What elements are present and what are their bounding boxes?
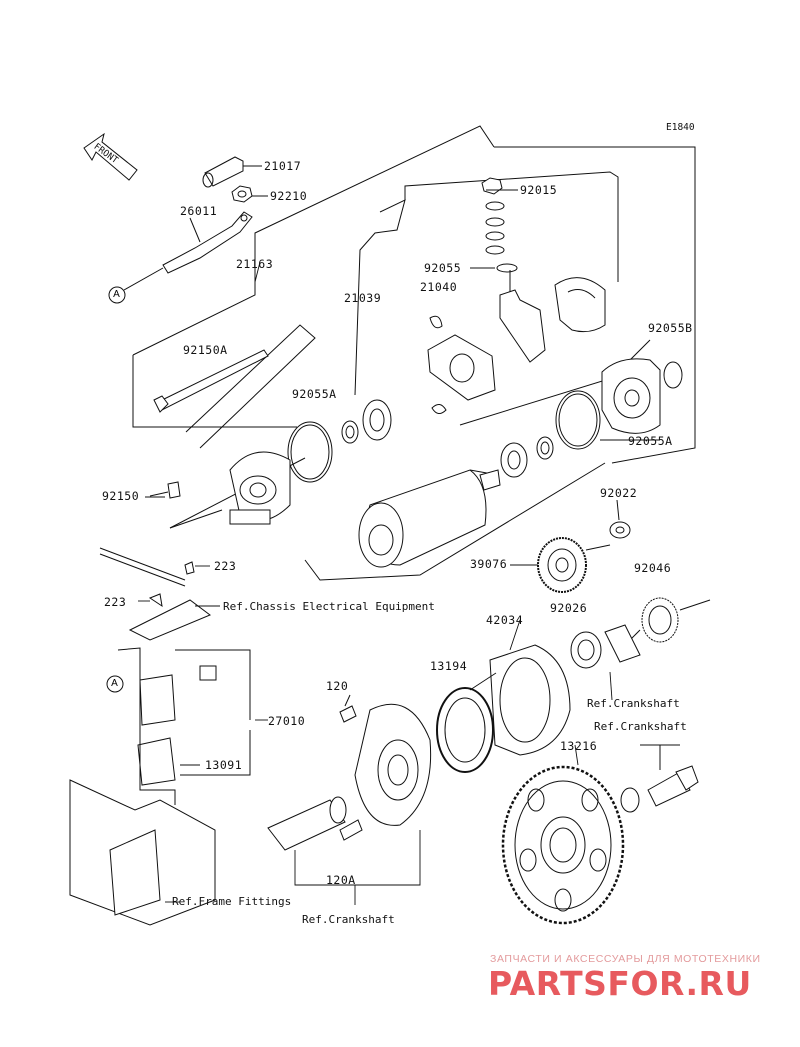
part-front-cover (601, 358, 661, 434)
part-39076-idle-gear (537, 537, 611, 593)
label-21039: 21039 (344, 291, 382, 305)
ref-crankshaft-1: Ref.Crankshaft (587, 697, 680, 710)
part-13194-ring (436, 687, 494, 773)
part-92015-washer-stack (481, 177, 518, 273)
label-92210: 92210 (270, 189, 308, 203)
part-terminal-plate (499, 270, 546, 363)
label-92046: 92046 (634, 561, 672, 575)
part-chassis-wiring (99, 547, 211, 641)
part-92055A-oring-right (555, 390, 601, 450)
watermark-tagline: ЗАПЧАСТИ И АКСЕССУАРЫ ДЛЯ МОТОТЕХНИКИ (490, 953, 761, 965)
part-starter-clutch (354, 703, 432, 826)
label-92022: 92022 (600, 486, 638, 500)
leader-lines (138, 189, 680, 905)
label-26011: 26011 (180, 204, 218, 218)
part-washer-right (536, 436, 554, 460)
part-13216-gear (501, 765, 625, 925)
part-13091-cover (137, 737, 176, 786)
part-bracket-clip (554, 277, 606, 333)
part-21040-brush-holder (427, 315, 496, 414)
label-223-b: 223 (104, 595, 127, 609)
diagram-code: E1840 (666, 122, 695, 133)
part-92210-nut (231, 185, 268, 203)
label-13091: 13091 (205, 758, 243, 772)
label-39076: 39076 (470, 557, 508, 571)
part-rear-cover (229, 451, 291, 525)
callout-A-marker-top (108, 286, 126, 304)
label-92015: 92015 (520, 183, 558, 197)
assembly-outline (132, 125, 696, 581)
part-26011-cable (162, 211, 253, 274)
label-92026: 92026 (550, 601, 588, 615)
label-13216: 13216 (560, 739, 598, 753)
part-92046-needle-bearing (619, 597, 711, 651)
part-21017-boot (202, 156, 262, 188)
part-92150A-bolt (153, 349, 269, 413)
label-21040: 21040 (420, 280, 458, 294)
watermark-brand: PARTSFOR.RU (488, 964, 752, 1003)
label-13194: 13194 (430, 659, 468, 673)
part-120-screw (339, 705, 357, 723)
part-92055B-oring (663, 361, 683, 389)
part-bearing-right (500, 442, 528, 478)
label-92150: 92150 (102, 489, 140, 503)
part-42034-flange (489, 644, 571, 756)
callout-A-bottom: A (111, 678, 118, 689)
part-crankshaft-bolt (620, 745, 699, 813)
part-92055A-oring-left (287, 421, 333, 483)
label-92055: 92055 (424, 261, 462, 275)
label-92055B: 92055B (648, 321, 693, 335)
label-42034: 42034 (486, 613, 524, 627)
part-92026-spacer (570, 624, 641, 669)
ref-chassis-electrical: Ref.Chassis Electrical Equipment (223, 600, 435, 613)
part-washer-left (341, 420, 359, 444)
label-92150A: 92150A (183, 343, 228, 357)
label-120: 120 (326, 679, 349, 693)
label-120A: 120A (326, 873, 356, 887)
part-120A-screw (339, 819, 363, 841)
part-92022-washer (609, 521, 631, 539)
callout-A-marker-bottom (106, 675, 124, 693)
label-223-a: 223 (214, 559, 237, 573)
part-starter-motor (358, 469, 501, 568)
part-crankshaft-end (267, 796, 347, 851)
label-27010: 27010 (268, 714, 306, 728)
ref-frame-fittings: Ref.Frame Fittings (172, 895, 292, 908)
part-27010-relay (139, 665, 217, 726)
label-21017: 21017 (264, 159, 302, 173)
part-92150-bolt (149, 481, 181, 499)
part-frame (69, 779, 216, 926)
part-bearing-left (362, 399, 392, 441)
front-arrow-icon (83, 132, 138, 181)
label-92055A-right: 92055A (628, 434, 673, 448)
label-92055A-left: 92055A (292, 387, 337, 401)
label-21163: 21163 (236, 257, 274, 271)
ref-crankshaft-2: Ref.Crankshaft (594, 720, 687, 733)
callout-A-top: A (113, 289, 120, 300)
ref-crankshaft-3: Ref.Crankshaft (302, 913, 395, 926)
